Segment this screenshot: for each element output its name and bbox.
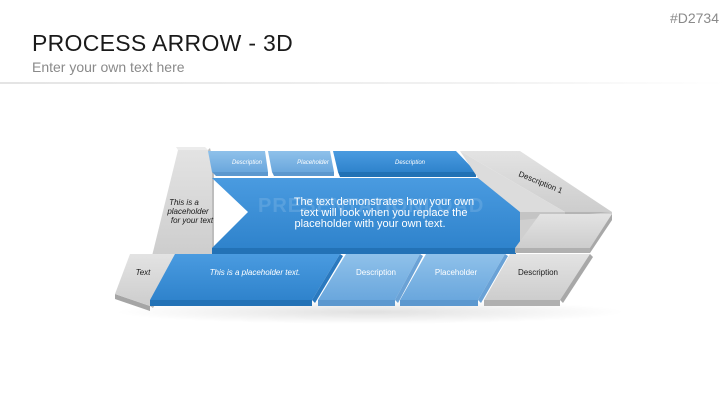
bottom-placeholder-mid-label: Placeholder	[435, 268, 478, 277]
bottom-description-right-label: Description	[518, 268, 558, 277]
left-note-line-2: placeholder	[166, 207, 209, 216]
top-description-tile	[333, 151, 476, 177]
main-text-line-1: The text demonstrates how your own	[294, 196, 474, 208]
bottom-description-mid-tile	[318, 254, 423, 306]
title-divider	[0, 82, 727, 84]
top-placeholder-small-tile	[268, 151, 334, 176]
arrow-head-top-segment	[460, 151, 612, 253]
bottom-placeholder-text-label: This is a placeholder text.	[210, 268, 301, 277]
top-description-label: Description	[395, 160, 426, 166]
left-note-line-1: This is a	[169, 198, 199, 207]
left-note-line-3: for your text	[171, 216, 214, 225]
text-label: Text	[136, 268, 152, 277]
top-description-small-label: Description	[232, 160, 263, 166]
bottom-description-right-tile	[484, 254, 593, 306]
bottom-description-mid-label: Description	[356, 268, 396, 277]
bottom-placeholder-mid-tile	[400, 254, 508, 306]
slide-id: #D2734	[669, 10, 719, 26]
bottom-placeholder-text-tile	[150, 254, 343, 306]
page-title: PROCESS ARROW - 3D	[32, 30, 293, 56]
page-subtitle: Enter your own text here	[32, 59, 185, 75]
top-placeholder-small-label: Placeholder	[297, 160, 330, 166]
top-description-small-tile	[208, 151, 268, 176]
watermark: PRESENTATIONLOAD	[258, 195, 484, 217]
main-text-line-3: placeholder with your own text.	[294, 218, 445, 230]
main-text-line-2: text will look when you replace the	[301, 207, 468, 219]
